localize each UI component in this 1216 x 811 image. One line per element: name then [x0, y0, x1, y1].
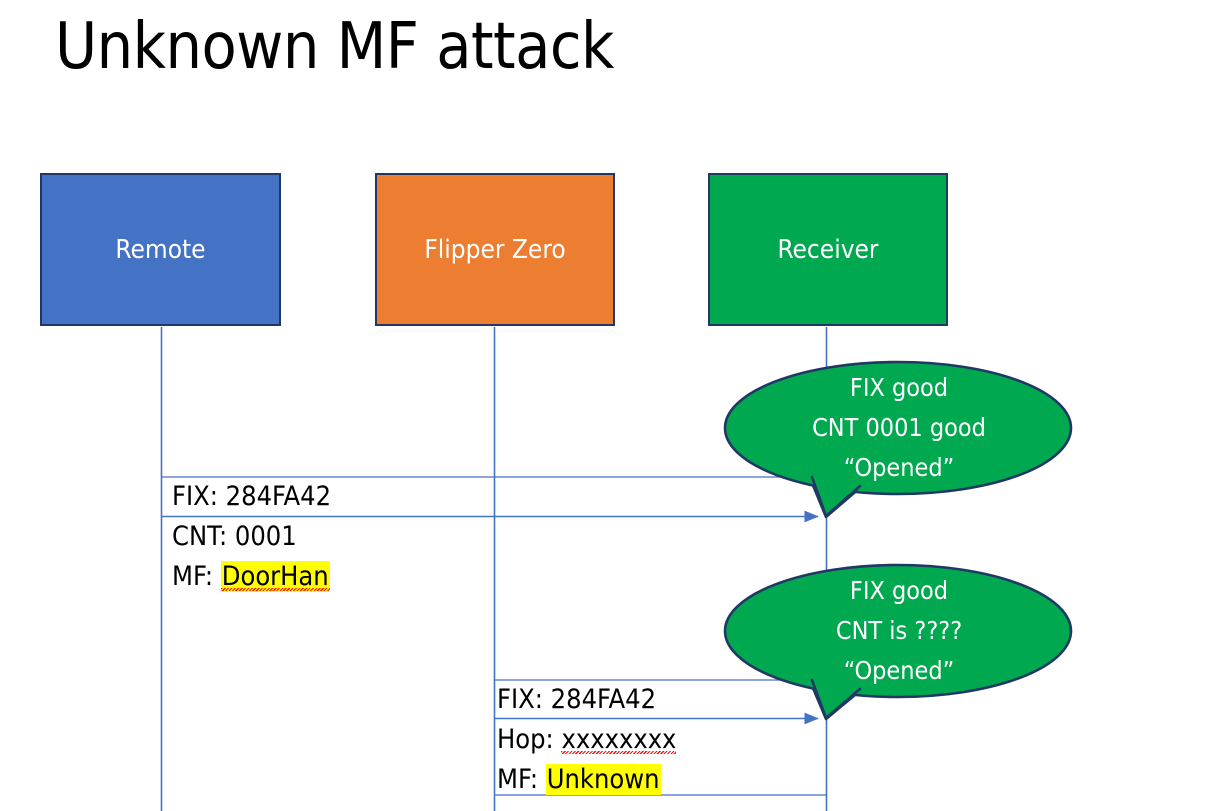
- actor-label-receiver: Receiver: [777, 234, 879, 265]
- message-2-fix-line: FIX: 284FA42: [497, 680, 656, 720]
- message-1-cnt-prefix: CNT:: [172, 521, 235, 552]
- message-2-mf-value: Unknown: [545, 764, 661, 795]
- callout-bubble-2-body: [723, 563, 1073, 699]
- actor-box-flipper-zero[interactable]: Flipper Zero: [375, 173, 615, 326]
- actor-box-remote[interactable]: Remote: [40, 173, 281, 326]
- page-title: Unknown MF attack: [55, 10, 614, 84]
- message-1-cnt-value: 0001: [234, 521, 297, 552]
- message-2-hop-prefix: Hop:: [497, 724, 562, 755]
- message-2-hop-line: Hop: xxxxxxxx: [497, 720, 676, 760]
- message-1-mf-value: DoorHan: [220, 561, 330, 592]
- message-1-fix-value: 284FA42: [225, 481, 332, 512]
- message-2-fix-prefix: FIX:: [497, 684, 551, 715]
- actor-box-receiver[interactable]: Receiver: [708, 173, 948, 326]
- message-2-mf-line: MF: Unknown: [497, 760, 661, 800]
- message-2-hop-value: xxxxxxxx: [561, 724, 677, 755]
- message-1-fix-prefix: FIX:: [172, 481, 226, 512]
- message-1-mf-line: MF: DoorHan: [172, 557, 330, 597]
- callout-bubble-1: [723, 360, 1073, 519]
- message-2-mf-prefix: MF:: [497, 764, 546, 795]
- message-1-cnt-line: CNT: 0001: [172, 517, 297, 557]
- message-1-mf-prefix: MF:: [172, 561, 221, 592]
- callout-bubble-2: [723, 563, 1073, 721]
- message-2-fix-value: 284FA42: [550, 684, 657, 715]
- actor-label-flipper-zero: Flipper Zero: [424, 234, 566, 265]
- callout-bubble-2-tail-outline: [810, 678, 862, 720]
- message-1-fix-line: FIX: 284FA42: [172, 477, 331, 517]
- actor-label-remote: Remote: [115, 234, 206, 265]
- callout-bubble-1-body: [723, 360, 1073, 496]
- callout-bubble-1-tail-outline: [810, 475, 862, 518]
